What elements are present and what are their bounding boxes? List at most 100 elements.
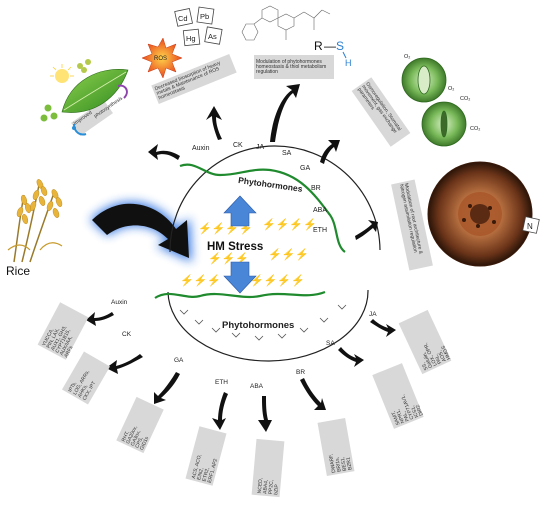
leaf-photosynthesis-icon <box>40 59 129 136</box>
gene-box-eth: ACS, ACO, EIN2, ETR2, ERF1, AP2 <box>185 426 227 486</box>
gene-box-aba: NCED, ABA4, PP2C, bZIP <box>251 438 285 498</box>
hm-stress-label: HM Stress <box>207 241 263 253</box>
metal-tile-icon: Hg <box>182 28 201 47</box>
lightning-icon: ⚡⚡⚡⚡ <box>250 274 305 287</box>
metal-symbol-cd: Cd <box>178 14 188 23</box>
outcome-text-line: homeostasis & thiol metabolism <box>256 64 326 70</box>
gene-text: ICS1, <box>410 405 420 419</box>
gene-box-auxin: YUCCA, PIN, LAX, AUX1, GH3, CYP71B15, AU… <box>37 302 89 360</box>
gene-text: PAL, <box>401 410 410 422</box>
gene-text: ABA4, <box>262 479 269 494</box>
gene-box-sa: SAMT, NPR1, PAL, CYP71AV1, ICS1, DIR2 <box>372 363 425 429</box>
gene-arrow <box>86 312 114 326</box>
lightning-icon: ⚡⚡⚡ <box>268 248 309 261</box>
outcome-text-line: Modulation of phytohormones <box>256 59 322 65</box>
upper-output-arrows <box>148 84 378 240</box>
gene-box-ga: RHT, GA20ox, GA3ox, CPS, GID1s <box>116 396 164 454</box>
gene-text: AOS, <box>437 349 447 362</box>
upper-hormone-auxin: Auxin <box>192 145 210 152</box>
ros-label: ROS <box>154 56 167 62</box>
gene-text: PP2C, <box>268 480 275 495</box>
rice-label: Rice <box>6 264 30 278</box>
svg-text:NCED, ABA4, PP2C,: NCED, ABA4, PP2C, bZIP <box>257 476 281 495</box>
gene-text: GID1s <box>139 435 151 451</box>
gene-text: bZIP <box>273 483 280 495</box>
outcome-box-root: Modulation of root architecture &Nitroge… <box>391 179 433 271</box>
gene-text: SS, <box>421 361 430 371</box>
lower-hormone-labels: Auxin CK GA ETH ABA BR SA JA <box>111 299 377 390</box>
lower-hormone-ja: JA <box>369 311 377 318</box>
metal-tile-icon: Cd <box>174 8 193 27</box>
gene-box-ck: IPTs, LOG, ARRs, AHKs, CKX, IPT <box>62 351 110 405</box>
metal-tile-icon: Pb <box>196 6 215 25</box>
metal-symbol-hg: Hg <box>186 34 196 43</box>
thiol-formula: R — S H <box>314 39 352 68</box>
gas-label: O₂ <box>448 86 454 92</box>
upper-hormone-labels: Auxin CK JA SA GA BR ABA ETH <box>192 142 327 234</box>
lower-membrane-line <box>154 290 326 299</box>
nitrogen-label: N <box>527 222 533 231</box>
gene-text: RHT, <box>121 430 131 443</box>
central-stress-circle <box>167 145 381 362</box>
gene-arrow <box>338 347 364 367</box>
gene-text: NCED, <box>257 478 264 494</box>
lightning-icon: ⚡⚡⚡ <box>180 274 221 287</box>
gene-text: NPR1, <box>395 408 406 424</box>
gene-text: DWARF, <box>328 453 337 473</box>
lower-hormone-ck: CK <box>122 331 132 338</box>
stomata-icon: O₂ O₂ CO₂ CO₂ <box>401 54 480 147</box>
svg-text:DWARF, BRI1s, BES1: DWARF, BRI1s, BES1, BZR1 <box>328 449 354 473</box>
svg-text:SS, Gatulin, LOX,: SS, Gatulin, LOX, OPR, PAL, AOS, HMGS <box>413 334 452 371</box>
root-cross-section-icon <box>427 161 533 267</box>
lightning-icon: ⚡⚡⚡⚡ <box>262 218 317 231</box>
thiol-s: S <box>336 39 344 53</box>
svg-text:RHT, GA20ox, GA3ox: RHT, GA20ox, GA3ox, CPS, GID1s <box>121 421 153 451</box>
gene-text: ARFs <box>63 345 74 359</box>
gene-text: BES1, <box>340 456 348 471</box>
gene-arrow <box>258 396 272 432</box>
lower-hormone-br: BR <box>296 369 305 376</box>
thiol-h: H <box>345 58 352 68</box>
upper-hormone-ja: JA <box>256 144 265 151</box>
gene-text: IPTs, <box>67 381 78 394</box>
output-arrow <box>148 144 180 160</box>
outcome-text-line: regulation <box>256 69 278 75</box>
gene-text: CPS, <box>134 436 144 449</box>
gene-arrow <box>212 392 228 430</box>
gene-text: BRI1s, <box>334 456 343 472</box>
gene-box-ja: SS, Gatulin, LOX, OPR, PAL, AOS, HMGS <box>398 309 452 375</box>
thiol-dash: — <box>324 39 336 53</box>
metal-symbol-as: As <box>208 32 217 41</box>
output-arrow <box>206 106 222 140</box>
lower-hormone-ga: GA <box>174 357 184 364</box>
rice-plant-illustration <box>7 179 63 263</box>
upper-hormone-sa: SA <box>282 150 292 157</box>
gene-text: PAL, <box>433 353 443 365</box>
output-arrow <box>355 220 378 240</box>
lower-arc-hatching <box>179 304 347 341</box>
gas-label: O₂ <box>404 54 410 60</box>
upper-hormone-eth: ETH <box>313 227 327 234</box>
lower-phytohormones-title: Phytohormones <box>222 320 294 331</box>
upper-hormone-ck: CK <box>233 142 243 149</box>
ros-burst-icon: ROS <box>141 37 183 79</box>
output-arrow <box>320 140 340 164</box>
metal-symbol-pb: Pb <box>200 12 209 21</box>
lower-hormone-sa: SA <box>326 340 335 347</box>
output-arrow <box>270 84 300 142</box>
lower-output-arrows <box>86 312 396 432</box>
gene-arrow <box>370 319 396 337</box>
thiol-r: R <box>314 39 323 53</box>
gas-label: CO₂ <box>470 126 480 132</box>
upper-hormone-ga: GA <box>300 165 310 172</box>
gene-arrow <box>106 354 143 374</box>
lower-hormone-aba: ABA <box>250 383 264 390</box>
heavy-metal-tiles: Cd Pb Hg As <box>174 6 223 47</box>
gene-box-br: DWARF, BRI1s, BES1, BZR1 <box>317 417 355 477</box>
gene-text: DIR2 <box>415 404 425 417</box>
gene-arrow <box>154 372 180 404</box>
upper-hormone-br: BR <box>311 185 321 192</box>
blue-down-arrow-icon <box>223 261 257 294</box>
